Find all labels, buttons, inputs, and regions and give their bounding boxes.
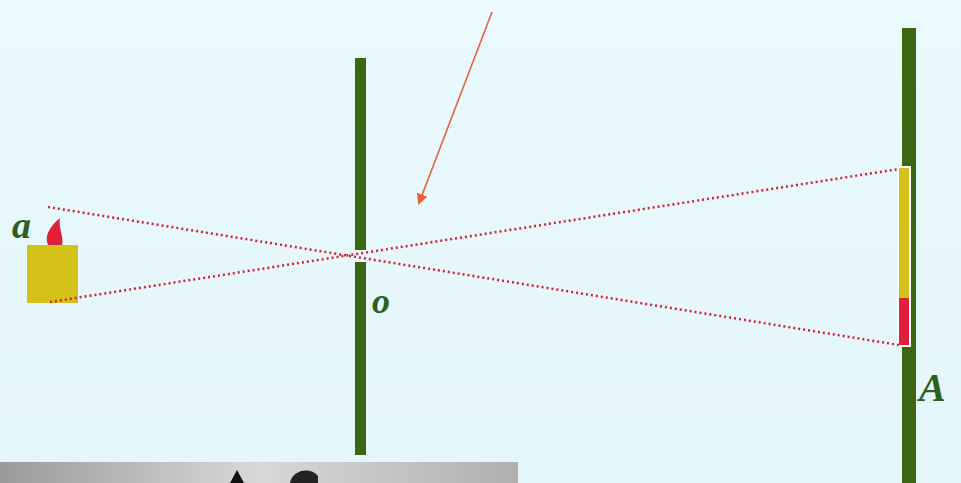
pointer-arrow [419,12,492,203]
photo-fragment [0,462,518,483]
candle-flame [47,218,63,245]
point-label: a [12,206,31,244]
barrier [355,58,366,250]
point-label: o [372,283,390,319]
image-border [897,166,911,347]
light-ray [50,169,899,302]
photo-detail [290,470,318,483]
barrier [355,262,366,455]
inverted-candle [899,168,909,298]
light-ray [48,207,899,345]
inverted-flame [899,298,909,345]
photo-detail [230,470,244,483]
candle-body [27,245,78,303]
point-label: A [919,368,946,408]
